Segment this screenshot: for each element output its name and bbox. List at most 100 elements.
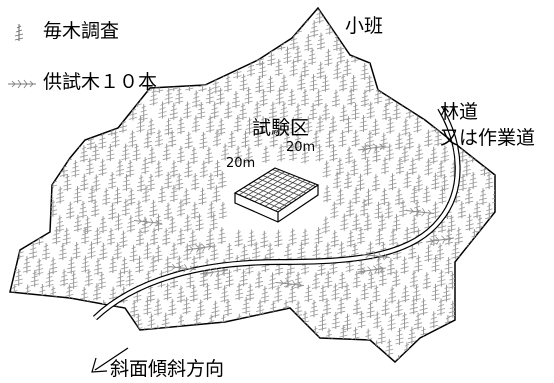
tree-icon [83,324,93,343]
tree-icon [491,46,495,65]
tree-icon [476,326,486,345]
tree-icon [456,8,466,24]
tree-icon [493,103,495,122]
tree-icon [469,284,479,303]
tree-icon [448,74,458,92]
tree-icon [346,338,356,357]
tree-icon [90,341,100,360]
tree-icon [339,355,349,362]
tree-icon [22,144,32,163]
tree-icon [310,354,320,362]
tree-icon [181,325,191,344]
tree-icon [501,174,509,191]
tree-icon [437,73,447,92]
tree-icon [164,8,174,25]
tree-icon [498,286,506,303]
tree-icon [121,313,131,332]
tree-icon [465,326,475,345]
tree-icon [197,45,207,64]
tree-icon [196,327,206,346]
tree-icon [35,173,45,192]
tree-icon [41,300,51,318]
tree-icon [491,242,495,260]
tree-icon [35,142,45,161]
tree-icon [14,212,24,231]
tree-icon [442,8,452,23]
tree-icon [287,8,297,22]
tree-icon [146,8,156,21]
tree-icon [99,326,109,345]
tree-icon [174,8,184,23]
tree-icon [458,282,468,301]
tree-icon [28,325,38,344]
tree-icon [30,300,39,319]
tree-icon [162,58,172,77]
tree-icon [29,353,39,362]
tree-icon [14,46,24,65]
tree-icon [129,44,139,63]
tree-icon [293,16,303,35]
tree-icon [59,297,69,316]
tree-icon [1,271,9,288]
tree-icon [109,339,118,358]
tree-icon [10,185,12,204]
tree-icon [482,59,492,78]
tree-icon [183,18,193,37]
tree-icon [392,46,402,65]
tree-icon [422,16,432,35]
plot-dimension-top: 20m [286,140,316,155]
tree-icon [490,300,495,319]
tree-icon [77,340,87,359]
tree-icon [252,355,262,362]
tree-icon [492,212,495,231]
tree-icon [63,144,73,163]
tree-icon [479,355,489,362]
tree-icon [415,58,425,77]
tree-icon [471,61,481,80]
tree-icon [405,16,415,35]
tree-icon [381,47,390,66]
tree-icon [0,329,8,346]
tree-icon [483,87,493,106]
tree-icon [272,8,282,24]
tree-icon [72,132,82,151]
tree-icon [449,18,459,37]
tree-icon [492,352,495,362]
felled-tree-icon [7,79,37,89]
tree-icon [31,131,40,150]
tree-icon [69,300,79,318]
tree-icon [430,90,440,109]
tree-icon [203,340,213,358]
tree-icon [279,16,289,35]
legend-survey-label: 毎木調査 [43,20,120,42]
plot-dimension-left: 20m [226,156,256,171]
road-label-line1: 林道 [440,101,479,123]
tree-icon [0,74,8,91]
tree-icon [84,44,94,63]
tree-icon [493,158,495,177]
tree-icon [501,314,509,331]
tree-icon [24,341,34,359]
tree-icon [477,19,487,38]
tree-icon [153,20,163,39]
tree-icon [429,60,439,78]
tree-icon [10,100,13,119]
tree-icon [127,325,137,344]
tree-icon [246,8,256,22]
tree-icon [472,338,482,357]
tree-icon [20,198,30,217]
tree-icon [330,338,340,357]
tree-icon [408,72,418,91]
tree-icon [14,101,24,120]
tree-icon [190,59,200,78]
tree-icon [34,338,44,357]
tree-icon [70,353,80,362]
tree-icon [483,34,493,53]
tree-icon [479,271,489,290]
tree-icon [490,75,495,94]
tree-icon [499,257,507,274]
tree-icon [276,310,286,329]
tree-icon [283,327,292,346]
tree-icon [155,44,164,63]
